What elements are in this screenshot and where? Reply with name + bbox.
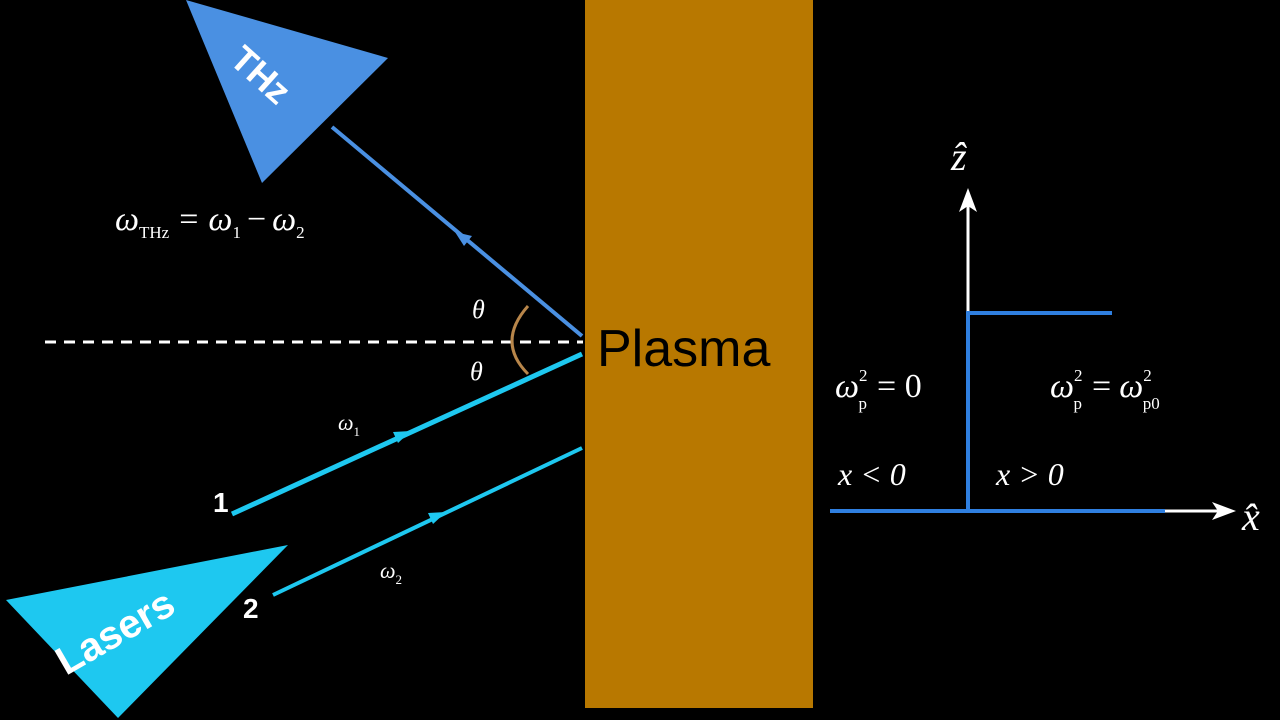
x-negative-region-label: x < 0 bbox=[837, 456, 906, 492]
thz-frequency-equation: ωTHz=ω1−ω2 bbox=[115, 201, 305, 242]
angle-arc bbox=[510, 305, 530, 376]
z-axis-arrowhead bbox=[959, 188, 977, 212]
x-axis-label: x̂ bbox=[1241, 494, 1260, 539]
plasma-label: Plasma bbox=[597, 320, 770, 378]
z-axis-label: ẑ bbox=[950, 134, 967, 179]
omega2-label: ω2 bbox=[380, 558, 402, 587]
omega1-label: ω1 bbox=[338, 410, 360, 439]
beam-1-number: 1 bbox=[213, 487, 229, 518]
x-axis-arrowhead bbox=[1212, 502, 1236, 520]
theta-top: θ bbox=[472, 295, 485, 324]
thz-cone bbox=[186, 0, 388, 183]
laser-beam-2-arrow bbox=[428, 512, 446, 524]
laser-beam-1-arrow bbox=[393, 431, 411, 443]
x-positive-region-label: x > 0 bbox=[995, 456, 1064, 492]
laser-beam-2 bbox=[272, 446, 583, 597]
plasma-density-profile bbox=[830, 311, 1112, 513]
theta-bottom: θ bbox=[470, 357, 483, 386]
beam-2-number: 2 bbox=[243, 593, 259, 624]
plasma-slab bbox=[585, 0, 813, 708]
thz-beam bbox=[330, 125, 584, 338]
lasers-cone bbox=[6, 545, 288, 718]
thz-beam-arrow bbox=[455, 232, 472, 246]
